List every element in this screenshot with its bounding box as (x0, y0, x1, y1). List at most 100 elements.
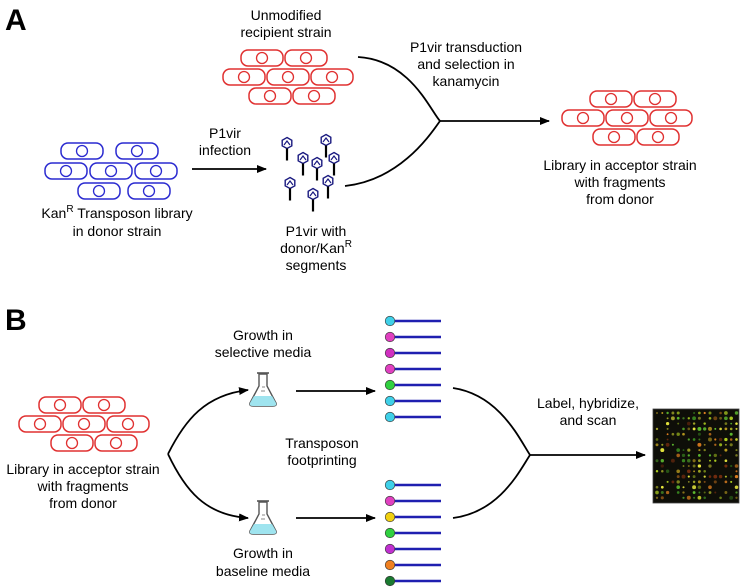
donor-cell-cluster (44, 142, 178, 200)
acceptor-cell (649, 109, 693, 127)
probe (384, 315, 441, 327)
probe (384, 511, 441, 523)
merge-curve-top (357, 56, 441, 122)
phage-icon (297, 151, 309, 176)
phage-label-line3: segments (286, 257, 347, 273)
kan-text: Kan (41, 205, 66, 221)
acceptor-label-line2: with fragments (573, 174, 665, 190)
acceptor-cell-cluster (561, 90, 693, 146)
phage-label-line2: donor/KanR (280, 239, 352, 256)
phage-icon (328, 151, 340, 176)
probe (384, 411, 441, 423)
merge-b-curve-top (452, 387, 531, 456)
library-cell (62, 415, 106, 433)
library-cell (94, 434, 138, 452)
donor-label-line1: KanR Transposon library (41, 204, 192, 221)
donor-cell (127, 182, 171, 200)
phage-icon (307, 187, 319, 212)
probe (384, 527, 441, 539)
probe (384, 331, 441, 343)
probe (384, 479, 441, 491)
phage-label-text: donor/Kan (280, 240, 345, 256)
donor-cell (60, 142, 104, 160)
probe (384, 379, 441, 391)
acceptor-cell (589, 90, 633, 108)
transduction-label-line2: and selection in (417, 56, 514, 72)
transduction-label-line3: kanamycin (433, 73, 500, 89)
baseline-label-line1: Growth in (233, 545, 293, 561)
recipient-cell (248, 87, 292, 105)
acceptor-label-line1: Library in acceptor strain (543, 157, 696, 173)
acceptor-cell (633, 90, 677, 108)
recipient-label-line1: Unmodified (251, 7, 322, 23)
recipient-cell (240, 49, 284, 67)
recipient-cell (292, 87, 336, 105)
phage-label-line1: P1vir with (286, 223, 347, 239)
phage-icon (281, 136, 293, 161)
merge-curve-bottom (344, 120, 441, 187)
recipient-cell (266, 68, 310, 86)
transduction-label-line1: P1vir transduction (410, 39, 522, 55)
recipient-cell (284, 49, 328, 67)
library-cell (82, 396, 126, 414)
donor-label-text: Transposon library (77, 205, 192, 221)
library-label-line3: from donor (49, 495, 117, 511)
library-cell (18, 415, 62, 433)
library-cell (38, 396, 82, 414)
panel-a-letter: A (5, 4, 27, 37)
acceptor-cell (636, 128, 680, 146)
probe (384, 347, 441, 359)
probe (384, 559, 441, 571)
donor-label-line2: in donor strain (73, 223, 162, 239)
phage-icon (284, 176, 296, 201)
split-curve-top (167, 387, 249, 455)
infection-label-line2: infection (199, 142, 251, 158)
phage-group (281, 133, 340, 212)
infection-label-line1: P1vir (209, 125, 241, 141)
acceptor-cell (561, 109, 605, 127)
footprinting-label-line1: Transposon (285, 435, 358, 451)
acceptor-cell (592, 128, 636, 146)
probe-set-baseline (384, 479, 441, 587)
probe (384, 575, 441, 587)
recipient-cell-cluster (222, 49, 354, 105)
panel-b-letter: B (5, 304, 27, 337)
flask-selective-icon (249, 372, 277, 407)
donor-cell (44, 162, 88, 180)
donor-cell (115, 142, 159, 160)
selective-label-line1: Growth in (233, 327, 293, 343)
footprinting-label-line2: footprinting (287, 452, 356, 468)
recipient-cell (222, 68, 266, 86)
baseline-label-line2: baseline media (216, 563, 310, 579)
phage-icon (322, 174, 334, 199)
library-label-line2: with fragments (36, 478, 128, 494)
phage-kan-superscript: R (345, 239, 352, 250)
split-curve-bottom (167, 453, 249, 522)
probe (384, 395, 441, 407)
donor-cell (89, 162, 133, 180)
donor-cell (134, 162, 178, 180)
phage-icon (320, 133, 332, 158)
library-label-line1: Library in acceptor strain (6, 461, 159, 477)
donor-cell (77, 182, 121, 200)
probe (384, 363, 441, 375)
merge-b-curve-bottom (452, 454, 531, 519)
scan-label-line1: Label, hybridize, (537, 395, 639, 411)
acceptor-label-line3: from donor (586, 191, 654, 207)
probe (384, 495, 441, 507)
library-cell-cluster (18, 396, 150, 452)
probe (384, 543, 441, 555)
recipient-label-line2: recipient strain (240, 24, 331, 40)
microarray-image (652, 408, 740, 504)
phage-icon (311, 156, 323, 181)
recipient-cell (310, 68, 354, 86)
selective-label-line2: selective media (215, 344, 312, 360)
scan-label-line2: and scan (560, 412, 617, 428)
library-cell (106, 415, 150, 433)
flask-baseline-icon (249, 500, 277, 535)
acceptor-cell (605, 109, 649, 127)
kan-superscript: R (66, 204, 73, 215)
probe-set-selective (384, 315, 441, 423)
